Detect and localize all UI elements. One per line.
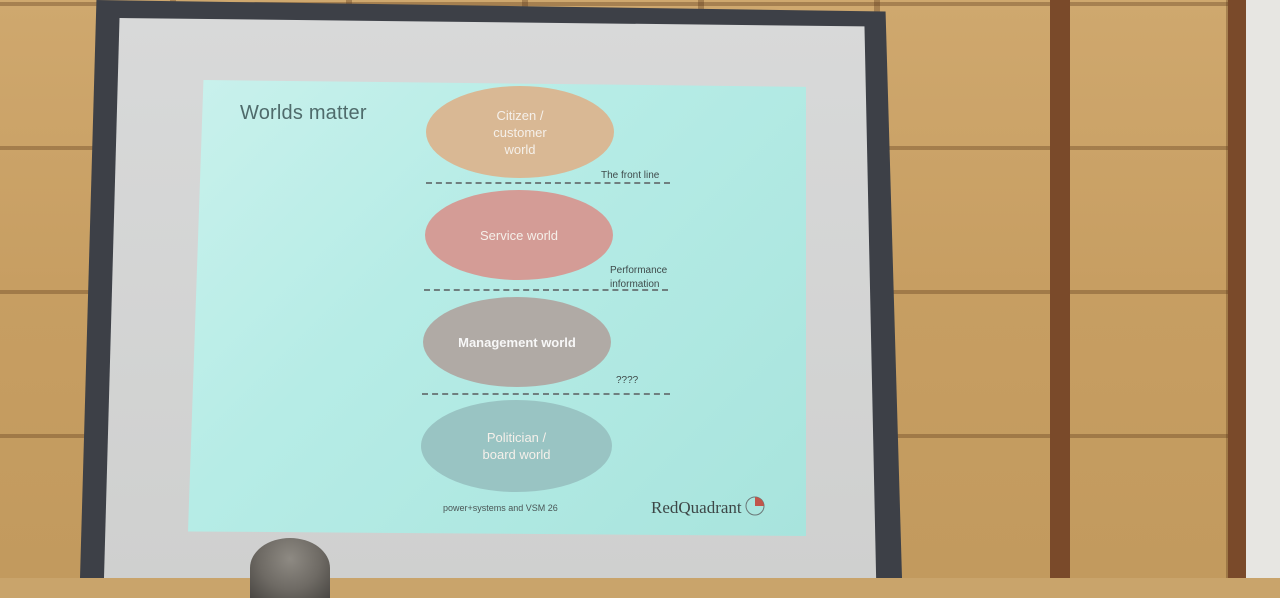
question-note: ???? xyxy=(616,375,639,386)
wall-post xyxy=(1228,0,1246,578)
front-line-note: The front line xyxy=(601,170,660,181)
politician-world-oval: Politician / board world xyxy=(421,400,612,492)
service-world-oval: Service world xyxy=(425,190,613,280)
quadrant-logo-icon xyxy=(745,496,765,516)
performance-divider xyxy=(424,289,668,291)
oval-label: Service world xyxy=(479,227,559,243)
slide-footer: power+systems and VSM 26 xyxy=(443,503,558,513)
performance-note: Performance information xyxy=(610,265,668,290)
citizen-world-oval: Citizen / customer world xyxy=(426,86,614,178)
front-line-divider xyxy=(426,182,670,184)
wall-edge xyxy=(1246,0,1280,578)
oval-label: Management world xyxy=(458,334,576,350)
presenter-head xyxy=(250,538,330,598)
management-world-oval: Management world xyxy=(423,297,611,387)
slide-title: Worlds matter xyxy=(240,102,367,124)
company-logo-text: RedQuadrant xyxy=(651,498,742,517)
unknown-divider xyxy=(422,393,670,395)
oval-label: Politician / board world xyxy=(482,430,551,462)
oval-label: Citizen / customer world xyxy=(493,107,547,157)
wall-post xyxy=(1050,0,1070,578)
